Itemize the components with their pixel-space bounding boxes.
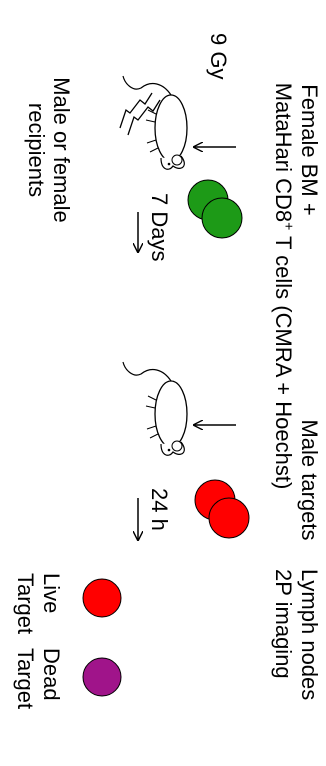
- live-target-circle: [82, 578, 122, 618]
- recipients-label-line2: recipients: [24, 102, 49, 198]
- days-label: 7 Days: [147, 193, 172, 262]
- bm-title: Female BM +: [297, 84, 322, 216]
- recipients-label-line1: Male or female: [49, 77, 74, 223]
- mouse-icon: [122, 361, 188, 456]
- tcell-cluster: [187, 179, 243, 239]
- mataHari-suffix: T cells (CMRA + Hoechst): [271, 230, 296, 490]
- mataHari-prefix: MataHari CD8: [271, 82, 296, 223]
- irradiation-bolt-icon: [119, 92, 161, 136]
- live-target-label-line1: Live: [39, 573, 64, 614]
- target-cluster: [194, 479, 250, 539]
- dead-target-label-line1: Dead: [39, 648, 64, 701]
- target-circle-2: [208, 497, 250, 539]
- lymph-nodes-label-line1: Lymph nodes: [297, 569, 322, 701]
- lymph-nodes-label-line2: 2P imaging: [271, 569, 296, 679]
- male-targets-label: Male targets: [297, 419, 322, 541]
- live-target-label-line2: Target: [13, 573, 38, 635]
- dead-target-label-line2: Target: [13, 648, 38, 710]
- mataHari-label: MataHari CD8+ T cells (CMRA + Hoechst): [271, 0, 297, 572]
- dose-label: 9 Gy: [206, 33, 231, 80]
- hours-label: 24 h: [147, 488, 172, 531]
- mouse-icon: [122, 75, 188, 170]
- dead-target-circle: [82, 657, 122, 697]
- tcell-circle-2: [201, 197, 243, 239]
